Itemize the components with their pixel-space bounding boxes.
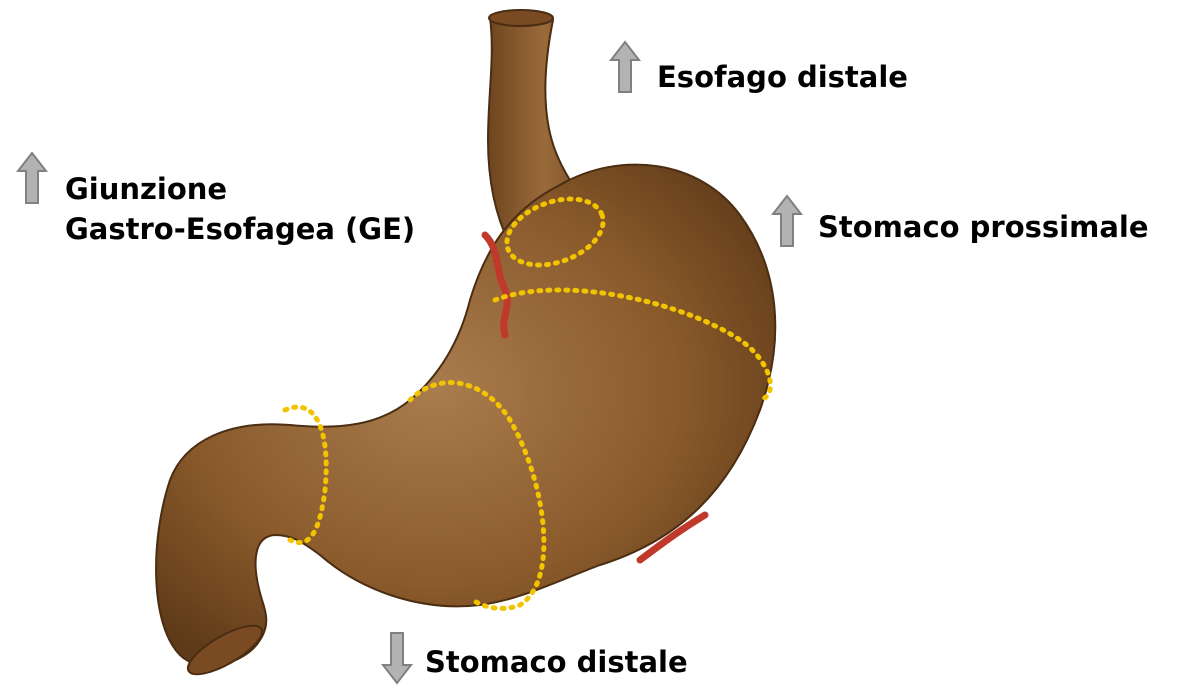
esophagus-opening	[489, 10, 553, 26]
arrow-up-icon	[773, 196, 801, 246]
arrow-up-icon	[18, 153, 46, 203]
label-stomaco-prossimale: Stomaco prossimale	[818, 208, 1149, 246]
label-esofago-distale: Esofago distale	[657, 58, 908, 96]
label-giunzione-line1: Giunzione	[65, 170, 227, 208]
arrow-up-icon	[611, 42, 639, 92]
label-stomaco-distale: Stomaco distale	[425, 643, 688, 681]
label-giunzione-line2: Gastro-Esofagea (GE)	[65, 210, 415, 248]
arrow-down-icon	[383, 633, 411, 683]
